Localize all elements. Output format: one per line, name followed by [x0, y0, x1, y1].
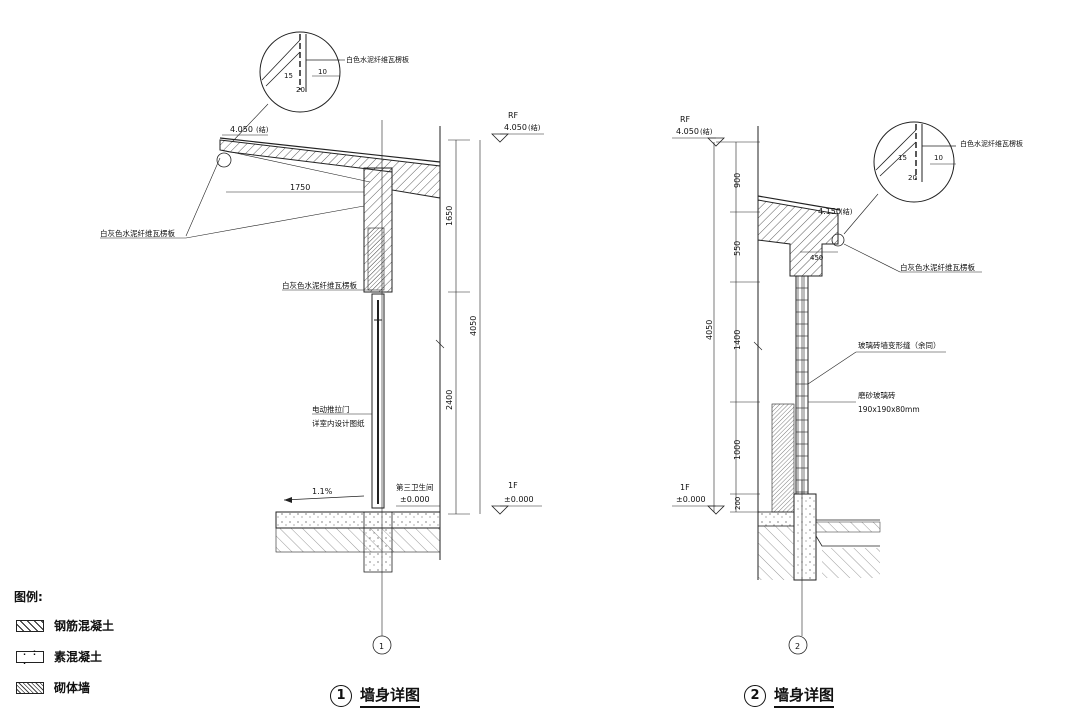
- detail1-door-note-2: 详室内设计图纸: [312, 418, 365, 428]
- detail1-eave-elev-tag: (结): [256, 125, 269, 134]
- detail1-floor-slab: [275, 511, 441, 529]
- detail2-dim-total: 4050: [705, 320, 714, 340]
- detail1-callout-dim-a: 10: [318, 68, 327, 76]
- detail1-floor-label: 1F: [508, 481, 518, 490]
- detail2-glass-note-1: 磨砂玻璃砖: [858, 390, 896, 400]
- detail1-room-name: 第三卫生间: [396, 482, 434, 492]
- detail1-eave-elev: 4.050: [230, 125, 253, 134]
- detail2-eave-elev-tag: (结): [840, 207, 853, 216]
- detail2-callout-dim-c: 15: [898, 154, 907, 162]
- masonry-swatch-icon: [16, 681, 44, 694]
- detail1-caption-num: 1: [330, 685, 352, 707]
- detail1-callout-dim-b: 20: [296, 86, 305, 94]
- detail1-masonry: [367, 227, 385, 291]
- legend-item-reinforced-concrete: 钢筋混凝土: [16, 617, 114, 634]
- detail2-eave-elev: 4.150: [818, 207, 841, 216]
- detail1-ground: [275, 527, 441, 553]
- detail1-slope: 1.1%: [312, 487, 333, 496]
- detail1-dim-upper: 1650: [445, 206, 454, 226]
- legend-title: 图例:: [14, 590, 43, 604]
- detail2-dim-a: 900: [733, 173, 742, 188]
- detail1-callout-dim-c: 15: [284, 72, 293, 80]
- detail2-joint-note: 玻璃砖墙变形缝（余同）: [858, 340, 941, 350]
- detail2-axis-label: 2: [795, 642, 800, 651]
- detail1-caption-title: 墙身详图: [360, 684, 421, 708]
- detail2-caption-num: 2: [744, 685, 766, 707]
- reinforced-concrete-swatch-icon: [16, 619, 44, 632]
- detail2-eave-dim: 450: [810, 254, 823, 262]
- detail2-rf-elev: 4.050: [676, 127, 699, 136]
- detail1-rf-elev-tag: (结): [528, 123, 541, 132]
- detail1-caption: 1 墙身详图: [330, 684, 421, 708]
- detail1-panel-mid-label: 白灰色水泥纤维瓦楞板: [282, 280, 357, 290]
- detail2-floor-elev: ±0.000: [676, 495, 706, 504]
- detail2-footing: [793, 493, 817, 581]
- detail1-room-elev: ±0.000: [400, 495, 430, 504]
- legend-item-plain-concrete: 素混凝土: [16, 648, 103, 666]
- detail1-rf-label: RF: [508, 111, 519, 120]
- detail1-floor-elev: ±0.000: [504, 495, 534, 504]
- detail2-callout-panel-label: 白色水泥纤维瓦楞板: [960, 139, 1023, 148]
- detail2-caption-title: 墙身详图: [774, 684, 835, 708]
- detail2-rf-elev-tag: (结): [700, 127, 713, 136]
- detail2-callout-circle: [873, 121, 955, 203]
- legend-label: 砌体墙: [54, 681, 91, 695]
- plain-concrete-swatch-icon: [16, 648, 44, 666]
- detail2-panel-right-label: 白灰色水泥纤维瓦楞板: [900, 262, 975, 272]
- detail1-axis-label: 1: [379, 642, 384, 651]
- detail2-callout-dim-b: 20: [908, 174, 917, 182]
- legend-label: 钢筋混凝土: [54, 619, 115, 633]
- detail2-rf-label: RF: [680, 115, 691, 124]
- legend-label: 素混凝土: [54, 650, 103, 664]
- detail-1: 白色水泥纤维瓦楞板 10 20 15 4.050 (结) 1750 1: [100, 31, 544, 655]
- detail2-floor-slab: [757, 511, 795, 527]
- detail1-dim-lower: 2400: [445, 390, 454, 410]
- detail-2: RF 4.050 (结) 900 550 1400 1000 200 4050 …: [672, 115, 1023, 655]
- detail1-footing: [363, 511, 393, 573]
- detail2-floor-label: 1F: [680, 483, 690, 492]
- detail1-rf-elev: 4.050: [504, 123, 527, 132]
- detail2-dim-b: 550: [733, 241, 742, 256]
- detail1-door-note-1: 电动推拉门: [312, 404, 350, 414]
- detail2-axis-bubble: [788, 635, 808, 655]
- detail2-glass-note-2: 190x190x80mm: [858, 405, 920, 414]
- detail2-callout-dim-a: 10: [934, 154, 943, 162]
- detail2-masonry: [771, 403, 795, 513]
- detail1-dim-total: 4050: [469, 316, 478, 336]
- detail1-axis-bubble: [372, 635, 392, 655]
- detail2-dim-e: 200: [734, 497, 742, 510]
- detail2-dim-c: 1400: [733, 330, 742, 350]
- detail2-caption: 2 墙身详图: [744, 684, 835, 708]
- detail1-roof-slab: [219, 139, 441, 199]
- detail1-callout-circle: [259, 31, 341, 113]
- detail1-panel-left-label: 白灰色水泥纤维瓦楞板: [100, 228, 175, 238]
- legend-item-masonry: 砌体墙: [16, 679, 90, 696]
- detail2-roof-slab: [757, 199, 839, 277]
- detail2-dim-d: 1000: [733, 440, 742, 460]
- detail1-eave-dim: 1750: [290, 183, 310, 192]
- detail1-callout-panel-label: 白色水泥纤维瓦楞板: [346, 55, 409, 64]
